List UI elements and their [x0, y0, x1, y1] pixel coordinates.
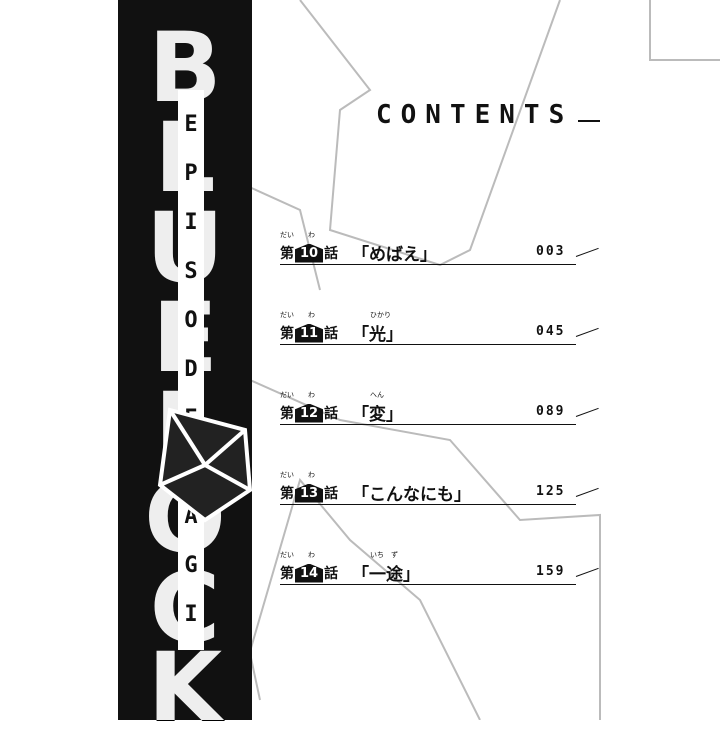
entry-underline — [280, 264, 576, 265]
episode-page-number: 003 — [536, 244, 566, 259]
spine-caption-letter: D — [184, 357, 198, 382]
episode-entry[interactable]: だい わ へん 第 12 話 「変」 089 — [280, 390, 600, 430]
episode-badge: 第 14 話 — [280, 562, 338, 584]
background-line-art — [129, 0, 720, 720]
episode-entry[interactable]: だい わ いち ず 第 14 話 「一途」 159 — [280, 550, 600, 590]
episode-title: 「めばえ」 — [352, 245, 437, 265]
episode-title: 「一途」 — [352, 565, 420, 585]
contents-heading: CONTENTS — [376, 100, 574, 130]
entry-underline-tick — [575, 567, 599, 577]
episode-number: 12 — [295, 403, 324, 423]
episode-label-ruby: だい わ — [280, 551, 315, 559]
episode-title-ruby: へん — [370, 391, 384, 399]
episode-title-ruby: ひかり — [370, 311, 391, 319]
episode-suffix: 話 — [324, 566, 339, 582]
episode-label-ruby: だい わ — [280, 391, 315, 399]
episode-page-number: 045 — [536, 324, 566, 339]
episode-label: 第 — [280, 566, 294, 582]
episode-suffix: 話 — [324, 406, 339, 422]
entry-underline-tick — [575, 407, 599, 417]
episode-entry[interactable]: だい わ 第 10 話 「めばえ」 003 — [280, 230, 600, 270]
episode-title: 「光」 — [352, 325, 403, 345]
episode-suffix: 話 — [324, 326, 339, 342]
episode-badge: 第 12 話 — [280, 402, 338, 424]
spine-caption-letter: O — [184, 308, 198, 333]
entry-underline — [280, 424, 576, 425]
episode-badge: 第 10 話 — [280, 242, 338, 264]
episode-badge: 第 13 話 — [280, 482, 338, 504]
spine-caption-stripe — [178, 90, 204, 650]
episode-page-number: 159 — [536, 564, 566, 579]
contents-page: BLUELOCK EPISODENAGI CONTENTS だい わ 第 10 … — [118, 0, 720, 736]
contents-heading-rule — [578, 120, 600, 122]
episode-entry[interactable]: だい わ 第 13 話 「こんなにも」 125 — [280, 470, 600, 510]
episode-suffix: 話 — [324, 486, 339, 502]
episode-label-ruby: だい わ — [280, 311, 315, 319]
episode-badge: 第 11 話 — [280, 322, 338, 344]
episode-number: 14 — [295, 563, 324, 583]
spine-caption-letter: G — [184, 553, 198, 578]
episode-title: 「こんなにも」 — [352, 485, 471, 505]
entry-underline — [280, 344, 576, 345]
episode-label-ruby: だい わ — [280, 471, 315, 479]
spine-big-letter: K — [147, 632, 223, 744]
episode-label: 第 — [280, 406, 294, 422]
spine-caption-letter: P — [184, 161, 198, 186]
spine-caption-letter: S — [184, 259, 198, 284]
pentagon-emblem — [157, 407, 253, 523]
episode-label: 第 — [280, 486, 294, 502]
spine-caption-letter: E — [184, 112, 198, 137]
episode-label-ruby: だい わ — [280, 231, 315, 239]
episode-number: 13 — [295, 483, 324, 503]
entry-underline — [280, 584, 576, 585]
entry-underline-tick — [575, 487, 599, 497]
episode-label: 第 — [280, 326, 294, 342]
episode-suffix: 話 — [324, 246, 339, 262]
episode-number: 10 — [295, 243, 324, 263]
spine-caption-letter: I — [184, 602, 198, 627]
spine-caption-letter: I — [184, 210, 198, 235]
entry-underline-tick — [575, 247, 599, 257]
episode-page-number: 125 — [536, 484, 566, 499]
episode-number: 11 — [295, 323, 324, 343]
episode-title-ruby: いち ず — [370, 551, 398, 559]
episode-title: 「変」 — [352, 405, 403, 425]
entry-underline — [280, 504, 576, 505]
episode-page-number: 089 — [536, 404, 566, 419]
entry-underline-tick — [575, 327, 599, 337]
episode-label: 第 — [280, 246, 294, 262]
episode-entry[interactable]: だい わ ひかり 第 11 話 「光」 045 — [280, 310, 600, 350]
